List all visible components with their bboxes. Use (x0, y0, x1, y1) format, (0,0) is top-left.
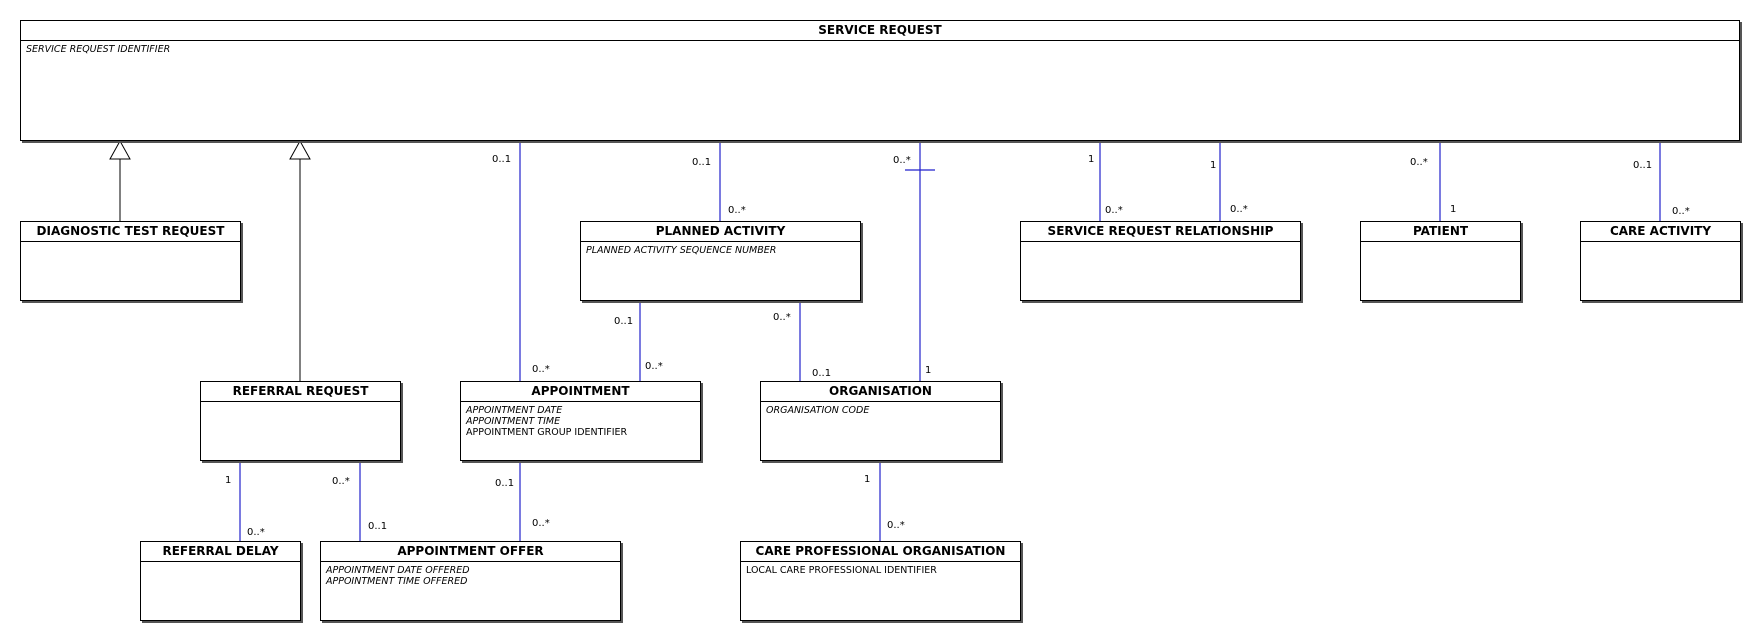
entity-title: SERVICE REQUEST RELATIONSHIP (1021, 222, 1300, 242)
multiplicity-label: 1 (1450, 204, 1457, 215)
entity-attribute: APPOINTMENT DATE (466, 405, 563, 416)
entity-title: SERVICE REQUEST (21, 21, 1739, 41)
multiplicity-label: 0..* (332, 476, 350, 487)
entity-service-request-relationship[interactable]: SERVICE REQUEST RELATIONSHIP (1020, 221, 1301, 301)
multiplicity-label: 0..* (893, 155, 911, 166)
entity-attributes (1021, 242, 1300, 300)
multiplicity-label: 0..1 (492, 154, 512, 165)
multiplicity-label: 0..* (1230, 204, 1248, 215)
entity-attributes: PLANNED ACTIVITY SEQUENCE NUMBER (581, 242, 860, 300)
multiplicity-label: 0..1 (614, 316, 634, 327)
entity-attribute: PLANNED ACTIVITY SEQUENCE NUMBER (586, 245, 777, 256)
multiplicity-label: 1 (1210, 160, 1217, 171)
multiplicity-label: 0..1 (368, 521, 388, 532)
entity-attribute: SERVICE REQUEST IDENTIFIER (26, 44, 171, 55)
entity-title: DIAGNOSTIC TEST REQUEST (21, 222, 240, 242)
entity-patient[interactable]: PATIENT (1360, 221, 1521, 301)
entity-care-activity[interactable]: CARE ACTIVITY (1580, 221, 1741, 301)
entity-attributes (141, 562, 300, 620)
multiplicity-label: 0..* (532, 518, 550, 529)
entity-title: APPOINTMENT OFFER (321, 542, 620, 562)
entity-attribute: APPOINTMENT TIME (466, 416, 561, 427)
entity-title: REFERRAL DELAY (141, 542, 300, 562)
entity-title: ORGANISATION (761, 382, 1000, 402)
entity-organisation[interactable]: ORGANISATION ORGANISATION CODE (760, 381, 1001, 461)
generalization-arrow-referral (289, 139, 311, 160)
entity-attributes (1361, 242, 1520, 300)
entity-attribute: ORGANISATION CODE (766, 405, 870, 416)
multiplicity-label: 0..* (645, 361, 663, 372)
entity-title: CARE ACTIVITY (1581, 222, 1740, 242)
entity-title: PATIENT (1361, 222, 1520, 242)
generalization-arrow-diagnostic (109, 139, 131, 160)
multiplicity-label: 0..1 (812, 368, 832, 379)
entity-attributes: SERVICE REQUEST IDENTIFIER (21, 41, 1739, 140)
multiplicity-label: 0..1 (1633, 160, 1653, 171)
entity-title: CARE PROFESSIONAL ORGANISATION (741, 542, 1020, 562)
entity-attribute: LOCAL CARE PROFESSIONAL IDENTIFIER (746, 565, 937, 576)
entity-referral-delay[interactable]: REFERRAL DELAY (140, 541, 301, 621)
entity-title: PLANNED ACTIVITY (581, 222, 860, 242)
multiplicity-label: 0..* (532, 364, 550, 375)
entity-diagnostic-test-request[interactable]: DIAGNOSTIC TEST REQUEST (20, 221, 241, 301)
multiplicity-label: 0..* (1410, 157, 1428, 168)
entity-attributes: LOCAL CARE PROFESSIONAL IDENTIFIER (741, 562, 1020, 620)
multiplicity-label: 0..1 (692, 157, 712, 168)
entity-title: REFERRAL REQUEST (201, 382, 400, 402)
entity-title: APPOINTMENT (461, 382, 700, 402)
entity-attributes (1581, 242, 1740, 300)
multiplicity-label: 1 (864, 474, 871, 485)
multiplicity-label: 0..* (728, 205, 746, 216)
multiplicity-label: 0..* (887, 520, 905, 531)
entity-care-professional-organisation[interactable]: CARE PROFESSIONAL ORGANISATION LOCAL CAR… (740, 541, 1021, 621)
multiplicity-label: 1 (925, 365, 932, 376)
entity-appointment-offer[interactable]: APPOINTMENT OFFER APPOINTMENT DATE OFFER… (320, 541, 621, 621)
multiplicity-label: 1 (1088, 154, 1095, 165)
entity-attributes (201, 402, 400, 460)
multiplicity-label: 0..* (1105, 205, 1123, 216)
multiplicity-label: 0..* (1672, 206, 1690, 217)
entity-attribute: APPOINTMENT DATE OFFERED (326, 565, 470, 576)
entity-attribute: APPOINTMENT GROUP IDENTIFIER (466, 427, 628, 438)
multiplicity-label: 0..* (773, 312, 791, 323)
entity-attributes (21, 242, 240, 300)
entity-attributes: ORGANISATION CODE (761, 402, 1000, 460)
entity-planned-activity[interactable]: PLANNED ACTIVITY PLANNED ACTIVITY SEQUEN… (580, 221, 861, 301)
multiplicity-label: 1 (225, 475, 232, 486)
entity-referral-request[interactable]: REFERRAL REQUEST (200, 381, 401, 461)
entity-service-request[interactable]: SERVICE REQUEST SERVICE REQUEST IDENTIFI… (20, 20, 1740, 141)
multiplicity-label: 0..1 (495, 478, 515, 489)
entity-attribute: APPOINTMENT TIME OFFERED (326, 576, 468, 587)
multiplicity-label: 0..* (247, 527, 265, 538)
